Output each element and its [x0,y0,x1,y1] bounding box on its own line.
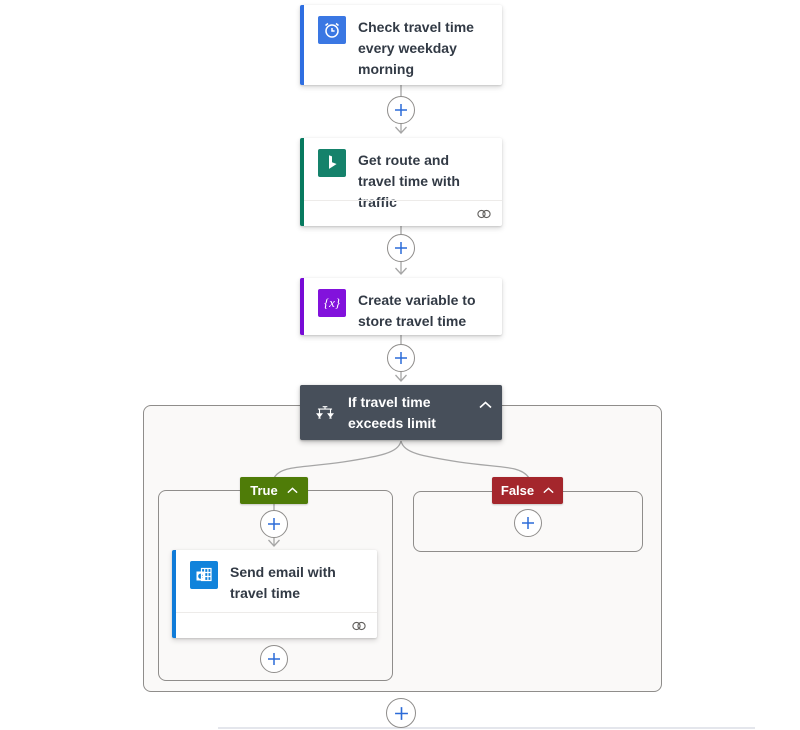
chevron-up-icon[interactable] [479,396,492,414]
chevron-up-icon [543,487,554,494]
card-footer [176,612,377,638]
condition-title: If travel time exceeds limit [348,393,436,431]
plus-icon [395,352,407,364]
action-card-send-email[interactable]: Send email with travel time [172,550,377,638]
insert-step-button-1[interactable] [387,96,415,124]
chevron-up-icon [287,487,298,494]
add-action-button-true[interactable] [260,645,288,673]
insert-step-button-bottom[interactable] [386,698,416,728]
insert-step-button-2[interactable] [387,234,415,262]
plus-icon [395,242,407,254]
insert-action-button-true[interactable] [260,510,288,538]
connection-icon [352,621,366,630]
insert-step-button-3[interactable] [387,344,415,372]
card-footer [304,200,502,226]
plus-icon [395,104,407,116]
plus-icon [268,653,280,665]
action-title: Create variable to store travel time [358,292,476,329]
true-branch-badge[interactable]: True [240,477,308,504]
trigger-title: Check travel time every weekday morning [358,19,474,77]
outlook-icon [190,561,218,589]
variable-icon: {x} [318,289,346,317]
trigger-card-check-travel-time[interactable]: Check travel time every weekday morning [300,5,502,85]
add-action-button-false[interactable] [514,509,542,537]
plus-icon [394,706,408,720]
action-card-get-route[interactable]: Get route and travel time with traffic [300,138,502,226]
condition-icon [316,405,334,419]
variable-glyph: {x} [323,295,341,310]
false-branch-badge[interactable]: False [492,477,563,504]
true-branch-label: True [250,483,278,498]
false-branch-label: False [500,483,535,498]
recurrence-clock-icon [318,16,346,44]
connection-icon [477,209,491,218]
plus-icon [522,517,534,529]
action-title: Get route and travel time with traffic [358,152,460,210]
plus-icon [268,518,280,530]
condition-card-if-travel-time[interactable]: If travel time exceeds limit [300,385,502,440]
action-title: Send email with travel time [230,564,336,601]
bing-maps-icon [318,149,346,177]
action-card-create-variable[interactable]: {x} Create variable to store travel time [300,278,502,335]
